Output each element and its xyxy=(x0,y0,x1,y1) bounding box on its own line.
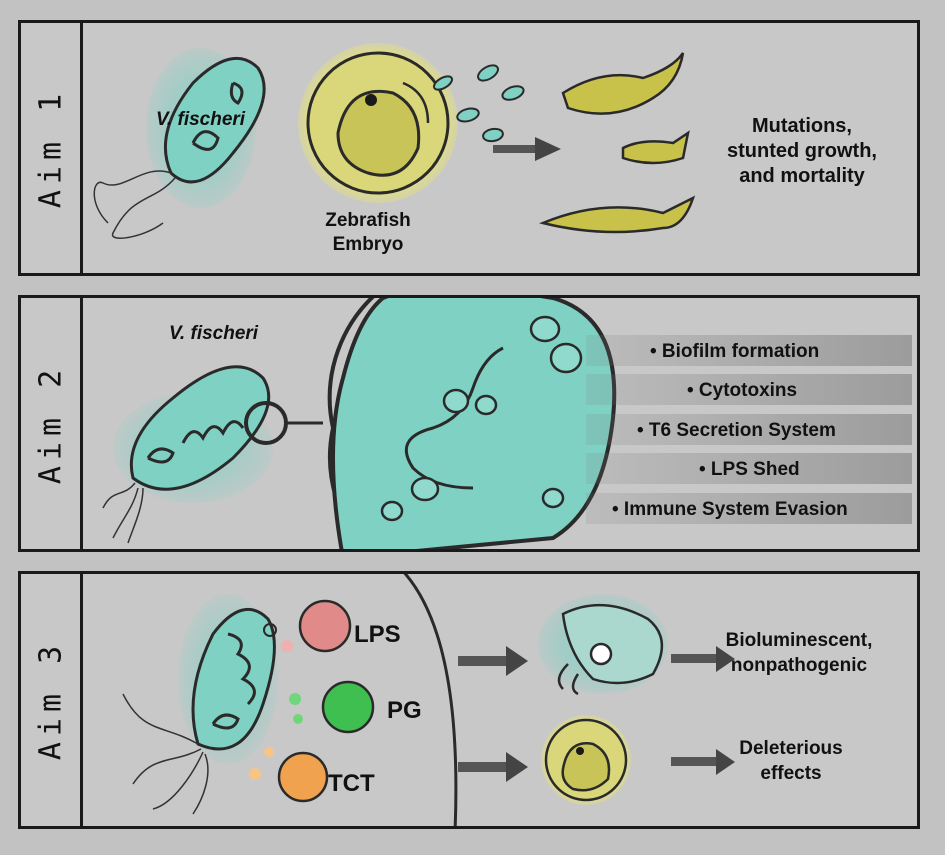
zoomed-bacterium-icon xyxy=(327,298,617,549)
aim3-panel: Aim 3 xyxy=(18,571,920,829)
aim1-label: Aim 1 xyxy=(33,87,68,209)
aim2-label-column: Aim 2 xyxy=(21,298,83,549)
bacterium-icon xyxy=(93,48,266,239)
aim3-fish-outcome-line1: Deleterious xyxy=(739,738,843,759)
aim1-embryo-label: Zebrafish Embryo xyxy=(313,209,423,257)
aim1-outcome: Mutations, stunted growth, and mortality xyxy=(707,114,897,189)
divider-arc xyxy=(403,574,458,826)
aim1-outcome-line1: Mutations, xyxy=(752,115,852,137)
lps-molecule-icon xyxy=(263,599,352,653)
tct-label: TCT xyxy=(328,770,375,797)
magnifier-icon xyxy=(244,401,323,445)
bacterium-icon xyxy=(122,594,278,815)
aim3-label: Aim 3 xyxy=(33,639,68,761)
arrow-right-icon xyxy=(493,137,561,161)
aim3-fish-outcome: Deleterious effects xyxy=(726,736,856,786)
factor-row: • Cytotoxins xyxy=(586,374,912,405)
aim3-label-column: Aim 3 xyxy=(21,574,83,826)
aim2-illustration xyxy=(102,298,617,549)
factor-text: • Immune System Evasion xyxy=(612,499,848,520)
squid-icon xyxy=(538,594,668,696)
factor-row: • Immune System Evasion xyxy=(586,493,912,524)
aim1-illustration xyxy=(93,43,696,239)
arrow-right-icon xyxy=(671,646,735,672)
aim1-label-column: Aim 1 xyxy=(21,23,83,273)
aim3-squid-outcome-line2: nonpathogenic xyxy=(730,655,868,676)
aim3-squid-outcome: Bioluminescent, nonpathogenic xyxy=(709,628,889,678)
tct-molecule-icon xyxy=(249,747,329,803)
bacterium-icon xyxy=(102,365,273,544)
aim1-outcome-line3: and mortality xyxy=(739,165,865,187)
factor-text: • T6 Secretion System xyxy=(637,420,836,441)
fish-icons xyxy=(539,52,696,234)
small-bacteria-icons xyxy=(432,64,525,143)
pg-label: PG xyxy=(387,697,422,724)
aim1-panel: Aim 1 xyxy=(18,20,920,276)
factor-text: • Cytotoxins xyxy=(687,380,798,401)
aim3-fish-outcome-line2: effects xyxy=(760,763,822,784)
pg-molecule-icon xyxy=(289,680,375,734)
aim1-embryo-label-line2: Embryo xyxy=(332,234,404,255)
factor-text: • Biofilm formation xyxy=(650,341,820,362)
aim2-panel: Aim 2 xyxy=(18,295,920,552)
aim1-outcome-line2: stunted growth, xyxy=(727,140,877,162)
aim3-illustration xyxy=(122,574,735,826)
factor-text: • LPS Shed xyxy=(699,459,800,480)
factor-row: • Biofilm formation xyxy=(586,335,912,366)
aim2-bacterium-label: V. fischeri xyxy=(169,323,259,344)
aim2-label: Aim 2 xyxy=(33,363,68,484)
aim3-squid-outcome-line1: Bioluminescent, xyxy=(725,630,873,651)
aim1-embryo-label-line1: Zebrafish xyxy=(325,210,411,231)
zebrafish-embryo-icon xyxy=(298,43,458,203)
factor-row: • LPS Shed xyxy=(586,453,912,484)
lps-label: LPS xyxy=(354,621,401,648)
factor-row: • T6 Secretion System xyxy=(586,414,912,445)
arrow-right-icon xyxy=(671,749,735,775)
arrow-right-icon xyxy=(458,646,528,676)
arrow-right-icon xyxy=(458,752,528,782)
zebrafish-embryo-icon xyxy=(541,715,631,805)
aim1-bacterium-label: V. fischeri xyxy=(156,109,246,130)
